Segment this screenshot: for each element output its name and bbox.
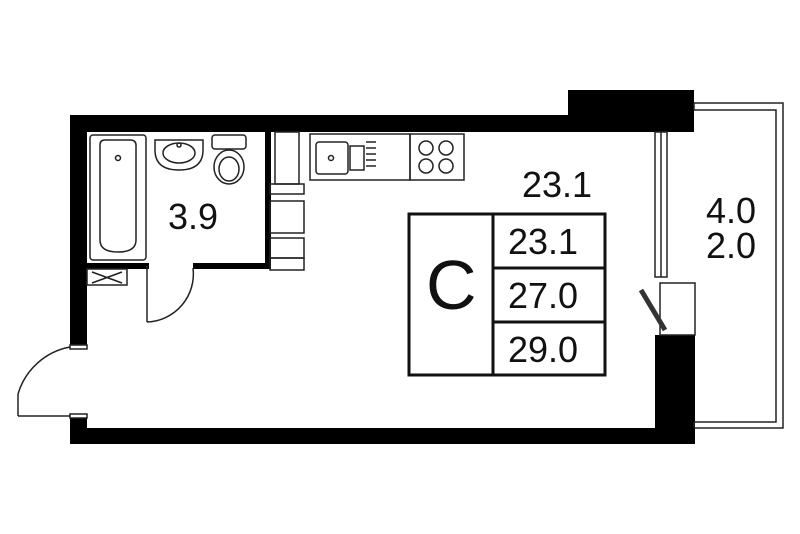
kitchen-stove bbox=[409, 133, 465, 181]
summary-total-with-balcony: 29.0 bbox=[508, 329, 579, 370]
bathtub bbox=[89, 134, 147, 261]
summary-total-area: 27.0 bbox=[508, 275, 579, 316]
bath-partition-right bbox=[265, 132, 271, 267]
toilet bbox=[211, 134, 247, 185]
living-area-label: 23.1 bbox=[522, 164, 593, 205]
balcony bbox=[693, 102, 784, 429]
summary-living-area: 23.1 bbox=[508, 221, 579, 262]
window-strip bbox=[654, 131, 668, 278]
balcony-area-label-2: 2.0 bbox=[706, 225, 757, 266]
kitchen-sink bbox=[309, 133, 411, 181]
utility-niche bbox=[269, 131, 305, 271]
washbasin bbox=[154, 139, 204, 171]
bottom-wall bbox=[70, 428, 695, 444]
bathroom-walls bbox=[87, 132, 271, 269]
bath-partition-small bbox=[87, 263, 149, 269]
left-wall-upper bbox=[70, 115, 87, 345]
top-wall-column bbox=[568, 90, 694, 132]
bath-partition-bottom bbox=[193, 263, 271, 269]
exterior-walls bbox=[70, 90, 695, 444]
bathroom-area-label: 3.9 bbox=[168, 196, 219, 237]
top-wall bbox=[70, 115, 670, 132]
washing-machine bbox=[86, 268, 128, 286]
area-summary-table bbox=[407, 212, 607, 377]
right-wall-column bbox=[655, 335, 695, 435]
apartment-type-letter: C bbox=[426, 246, 477, 324]
balcony-door bbox=[638, 282, 696, 336]
bathroom-door bbox=[146, 266, 195, 323]
entrance-door bbox=[17, 344, 88, 419]
balcony-area-label-1: 4.0 bbox=[706, 190, 757, 231]
